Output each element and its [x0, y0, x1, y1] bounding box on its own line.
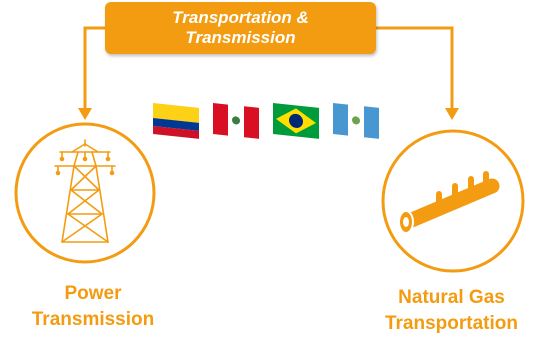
gas-label-line-2: Transportation [384, 313, 518, 334]
connector-lines [83, 26, 454, 108]
power-transmission-label: Power Transmission [20, 281, 166, 333]
power-transmission-circle [14, 122, 156, 264]
right-connector [376, 26, 454, 108]
flag-guatemala [333, 103, 379, 139]
header-line-1: Transportation & [172, 8, 309, 27]
flag-colombia [153, 103, 199, 139]
power-label-line-2: Transmission [31, 309, 155, 330]
right-arrowhead [445, 108, 459, 120]
natural-gas-label: Natural Gas Transportation [362, 285, 541, 337]
power-label-line-1: Power [64, 283, 122, 304]
transportation-transmission-header: Transportation & Transmission [105, 2, 376, 54]
flag-peru [213, 103, 259, 139]
header-line-2: Transmission [185, 28, 296, 47]
gas-label-line-1: Natural Gas [398, 287, 505, 308]
flag-brazil [273, 103, 319, 139]
transmission-tower-icon [54, 139, 116, 243]
left-connector [83, 26, 105, 108]
gas-pipeline-icon [398, 171, 500, 234]
left-arrowhead [78, 108, 92, 120]
